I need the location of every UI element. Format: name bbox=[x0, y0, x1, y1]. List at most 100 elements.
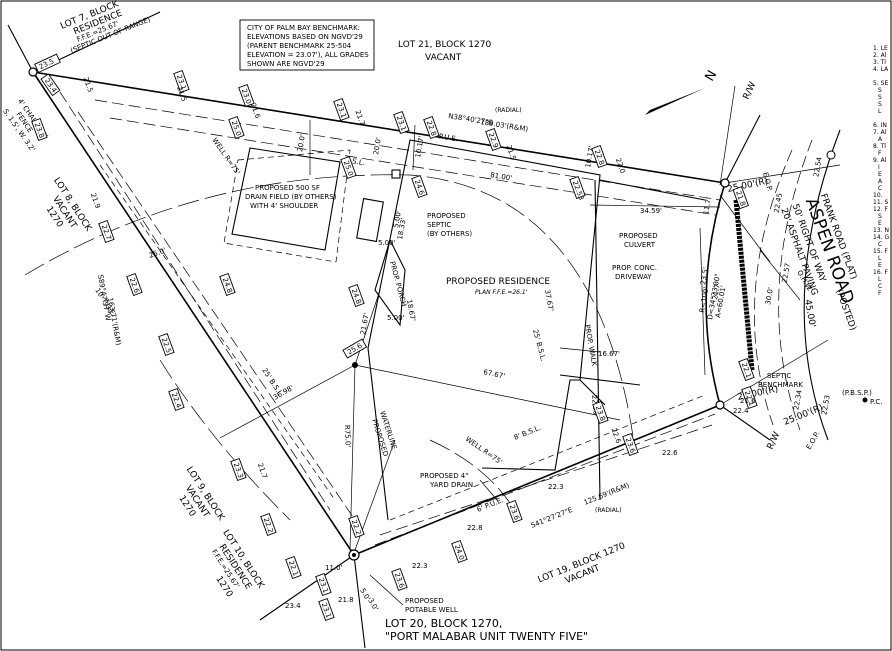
eop-label-bottom: E.O.P. bbox=[805, 430, 822, 451]
svg-text:C: C bbox=[878, 283, 882, 290]
adjacent-lot-lines bbox=[7, 11, 771, 649]
svg-text:15. F: 15. F bbox=[873, 248, 888, 255]
svg-text:21.5: 21.5 bbox=[505, 144, 518, 161]
svg-text:12. F: 12. F bbox=[873, 206, 888, 213]
dim-5-b: 5.00' bbox=[392, 210, 403, 229]
bsl-label-top: B.S.L. bbox=[345, 156, 366, 167]
notes-column: 1. LE 2. Al 3. Tl 4. LA 5. SE S S S L 6.… bbox=[873, 45, 889, 297]
proposed-residence-outline bbox=[367, 139, 706, 521]
svg-text:A: A bbox=[878, 178, 883, 185]
dimension-lines bbox=[219, 120, 801, 551]
plan-ffe-label: PLAN F.F.E.=26.1' bbox=[475, 289, 528, 296]
dim-11: 11.0' bbox=[325, 564, 343, 572]
svg-text:21.5: 21.5 bbox=[82, 76, 95, 93]
svg-text:21.6: 21.6 bbox=[249, 102, 262, 120]
septic-label-3: (BY OTHERS) bbox=[427, 230, 472, 238]
road-labels: FRANK ROAD (PLAT) ASPEN ROAD (POSTED) 50… bbox=[778, 193, 858, 333]
south-distance: 125.69'(R&M) bbox=[583, 481, 631, 507]
west-property-line bbox=[32, 71, 355, 556]
south-radial: (RADIAL) bbox=[595, 507, 622, 514]
north-label: N bbox=[702, 68, 720, 84]
residence-label: PROPOSED RESIDENCE bbox=[446, 277, 550, 287]
benchmark-line-1: CITY OF PALM BAY BENCHMARK: bbox=[247, 24, 360, 32]
benchmark-line-4: ELEVATION = 23.07'), ALL GRADES bbox=[247, 51, 369, 59]
porch-label: PROP. PORCH bbox=[388, 260, 408, 307]
bsl8-label: 8' B.S.L. bbox=[513, 424, 542, 442]
pbsp-point bbox=[862, 397, 868, 403]
svg-text:21.6: 21.6 bbox=[740, 397, 756, 405]
dim-21-67: 21.67' bbox=[359, 312, 371, 335]
svg-text:22.8: 22.8 bbox=[467, 524, 483, 532]
dim-11-7: 11.7' bbox=[702, 197, 713, 216]
svg-text:23.4: 23.4 bbox=[285, 602, 301, 610]
proposed-culvert bbox=[733, 199, 755, 371]
lot9-label-group: LOT 9, BLOCK VACANT 1270 bbox=[176, 465, 226, 523]
svg-text:5. SE: 5. SE bbox=[873, 80, 888, 87]
svg-text:22.4: 22.4 bbox=[733, 407, 749, 415]
dim-16-67: 16.67' bbox=[598, 350, 620, 358]
svg-text:4. LA: 4. LA bbox=[873, 66, 889, 73]
dim-r75: R75.0' bbox=[343, 425, 352, 448]
septic-bm-label-1: SEPTIC bbox=[767, 372, 791, 380]
culvert-label-2: CULVERT bbox=[624, 241, 656, 249]
svg-text:2. Al: 2. Al bbox=[873, 52, 887, 59]
driveway-label-2: DRIVEWAY bbox=[615, 273, 652, 281]
bsl25-label-east: 25' B.S.L. bbox=[531, 328, 547, 362]
dim-25-bottom: 25.00'(R) bbox=[782, 403, 824, 428]
svg-text:S: S bbox=[878, 94, 882, 101]
svg-text:3. Tl: 3. Tl bbox=[873, 59, 886, 66]
svg-text:22.53: 22.53 bbox=[571, 180, 585, 202]
well-radius-label-top: WELL R=75' bbox=[210, 137, 241, 177]
well-center-point bbox=[352, 362, 358, 368]
driveway-label-1: PROP. CONC. bbox=[612, 264, 657, 272]
north-arrow-icon bbox=[645, 88, 705, 115]
corner-marker-ne bbox=[720, 178, 730, 188]
svg-text:L: L bbox=[878, 255, 882, 262]
culvert-label-1: PROPOSED bbox=[619, 232, 658, 240]
lot21-label: LOT 21, BLOCK 1270 bbox=[398, 40, 491, 50]
west-distance: 163.71'(R&M) bbox=[106, 297, 122, 346]
svg-text:1. LE: 1. LE bbox=[873, 45, 888, 52]
svg-text:I: I bbox=[878, 164, 880, 171]
svg-text:13. N: 13. N bbox=[873, 227, 889, 234]
svg-text:22.54: 22.54 bbox=[812, 156, 823, 178]
drain-field-label-3: WITH 4' SHOULDER bbox=[250, 202, 318, 210]
svg-text:22.3: 22.3 bbox=[412, 562, 428, 570]
benchmark-note: CITY OF PALM BAY BENCHMARK: ELEVATIONS B… bbox=[239, 19, 375, 71]
svg-text:7. Al: 7. Al bbox=[873, 129, 887, 136]
dim-5-c: 5.00' bbox=[387, 314, 405, 322]
potable-well-label-1: PROPOSED bbox=[405, 597, 444, 605]
svg-text:21.7: 21.7 bbox=[256, 462, 269, 479]
well-radius-label-bottom: WELL R=75' bbox=[464, 435, 504, 466]
svg-text:A: A bbox=[878, 136, 883, 143]
svg-text:21.8: 21.8 bbox=[338, 596, 354, 604]
svg-text:F: F bbox=[878, 290, 882, 297]
lot20-label: LOT 20, BLOCK 1270, bbox=[385, 617, 502, 630]
rw-label-bottom: R/W bbox=[766, 430, 783, 451]
svg-text:22.6: 22.6 bbox=[610, 427, 623, 445]
dim-45: 45.00' bbox=[802, 299, 817, 329]
dim-5-a: 5.00' bbox=[378, 239, 396, 247]
dim-34-59: 34.59' bbox=[640, 207, 662, 215]
drain-field-label-1: PROPOSED 500 SF bbox=[255, 184, 320, 192]
pc-label: P.C. bbox=[870, 398, 882, 406]
corner-marker-se bbox=[715, 400, 725, 410]
well-radius-arc-2 bbox=[159, 359, 291, 521]
svg-text:L: L bbox=[878, 276, 882, 283]
chainlink-label-group: 4' CHAINLINK FENCE S. 1.5', W. 3.2' bbox=[1, 97, 49, 153]
dim-21-7-east: 21.7' bbox=[711, 282, 722, 301]
benchmark-line-2: ELEVATIONS BASED ON NGVD'29 bbox=[247, 33, 363, 41]
septic-bm-label-2: BENCHMARK bbox=[758, 381, 803, 389]
svg-text:10.: 10. bbox=[873, 192, 883, 199]
south-bearing: S41°27'27"E bbox=[530, 506, 574, 530]
dim-3-0: 3.0' bbox=[366, 597, 379, 612]
benchmark-line-5: SHOWN ARE NGVD'29 bbox=[247, 60, 325, 68]
rw-label-top: R/W bbox=[742, 80, 759, 101]
svg-text:S: S bbox=[878, 87, 882, 94]
svg-text:E: E bbox=[878, 262, 882, 269]
svg-text:6. IN: 6. IN bbox=[873, 122, 887, 129]
walk-label: PROP. WALK bbox=[583, 324, 598, 367]
septic-benchmark-circle bbox=[826, 150, 836, 160]
lot10-label-group: LOT 10, BLOCK RESIDENCE F.F.E.=25.67' 12… bbox=[210, 528, 266, 599]
